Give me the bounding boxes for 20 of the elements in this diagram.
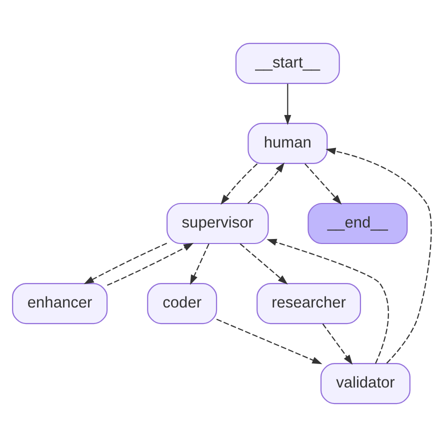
arrow (304, 163, 342, 205)
arrow (266, 238, 389, 364)
arrow (84, 242, 168, 284)
node-box: __end__ (308, 202, 408, 244)
arrow (322, 324, 353, 365)
node-box: __start__ (235, 42, 340, 84)
node-box: validator (320, 362, 410, 404)
arrow (284, 84, 292, 126)
arrow (326, 148, 432, 364)
node-box: human (248, 122, 328, 164)
node-box: researcher (256, 282, 362, 324)
arrow (216, 318, 322, 364)
arrow (190, 244, 210, 285)
arrow (220, 163, 258, 205)
arrow (240, 243, 288, 284)
arrow (247, 162, 284, 204)
node-box: coder (147, 282, 218, 324)
node-box: supervisor (166, 202, 269, 244)
node-box: enhancer (12, 282, 108, 324)
arrow (106, 242, 194, 286)
